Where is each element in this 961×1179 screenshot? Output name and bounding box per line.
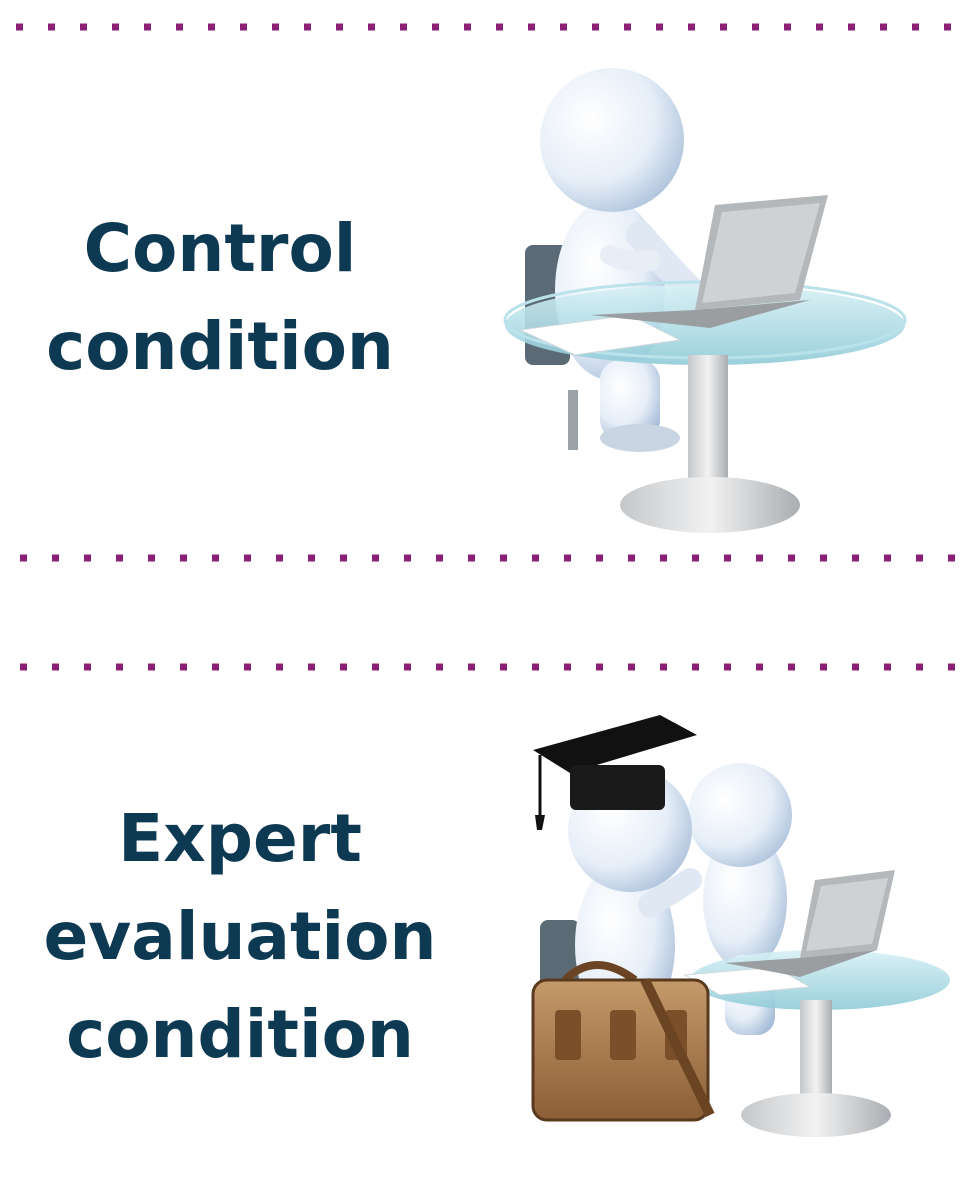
- expert-label-line-3: condition: [66, 996, 414, 1073]
- top-divider: [16, 23, 961, 31]
- control-label-line-2: condition: [46, 308, 394, 385]
- expert-label-line-1: Expert: [118, 800, 362, 877]
- middle-divider-bottom: [20, 663, 961, 671]
- control-condition-label: Control condition: [20, 200, 420, 396]
- expert-with-person-at-laptop-icon: [531, 715, 950, 1137]
- control-label-line-1: Control: [83, 210, 357, 287]
- expert-condition-label: Expert evaluation condition: [40, 790, 440, 1084]
- middle-divider-top: [20, 554, 961, 562]
- person-at-laptop-icon: [503, 68, 907, 533]
- expert-label-line-2: evaluation: [43, 898, 437, 975]
